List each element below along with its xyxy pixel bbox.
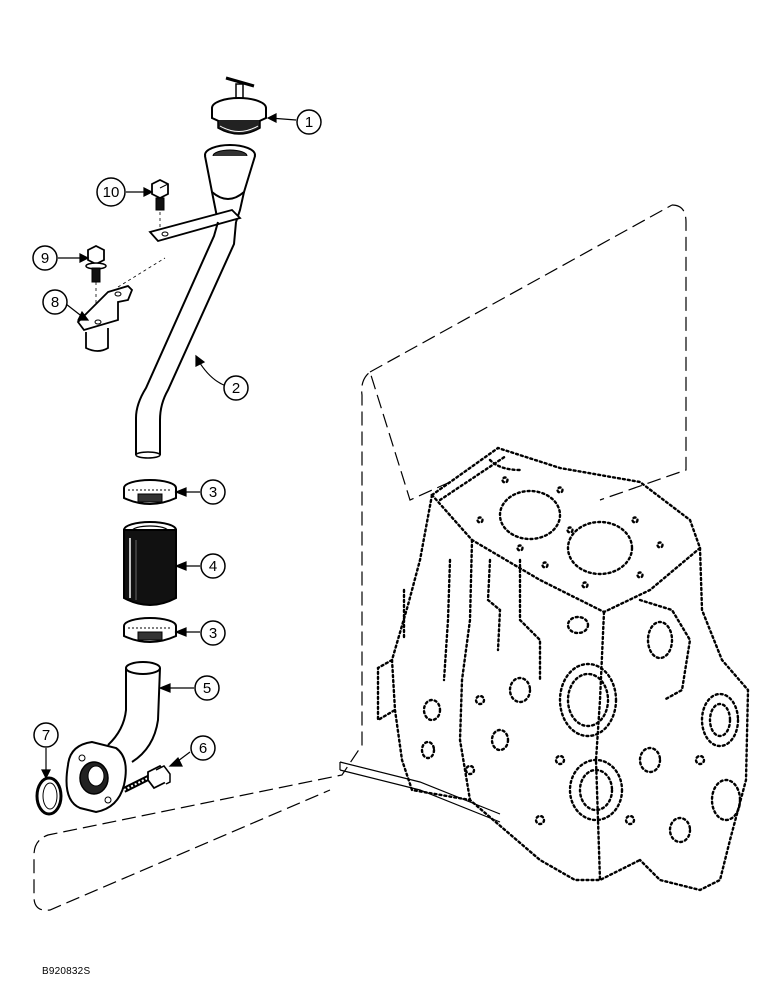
svg-text:3: 3 <box>209 625 217 642</box>
callout-8[interactable]: 8 <box>43 290 67 314</box>
svg-text:1: 1 <box>305 114 313 131</box>
svg-text:6: 6 <box>199 740 207 757</box>
callout-4[interactable]: 4 <box>201 554 225 578</box>
svg-text:2: 2 <box>232 380 240 397</box>
callout-10[interactable]: 10 <box>97 178 125 206</box>
callout-3-lower[interactable]: 3 <box>201 621 225 645</box>
svg-text:7: 7 <box>42 727 50 744</box>
svg-text:9: 9 <box>41 250 49 267</box>
callout-7[interactable]: 7 <box>34 723 58 747</box>
support-bracket <box>78 286 132 351</box>
callout-9[interactable]: 9 <box>33 246 57 270</box>
assembly-boundary-dashed <box>34 205 686 910</box>
engine-block-rail <box>340 762 500 822</box>
svg-text:8: 8 <box>51 294 59 311</box>
bolt-6 <box>124 766 170 790</box>
callout-5[interactable]: 5 <box>195 676 219 700</box>
bolt-10 <box>152 180 168 228</box>
callout-6[interactable]: 6 <box>191 736 215 760</box>
alignment-line <box>118 258 165 287</box>
filler-tube <box>136 145 255 458</box>
svg-text:4: 4 <box>209 558 217 575</box>
callout-layer <box>42 114 296 778</box>
hose <box>124 522 176 605</box>
callout-bubbles: 1 2 3 4 3 5 6 7 <box>33 110 321 760</box>
callout-3-upper[interactable]: 3 <box>201 480 225 504</box>
o-ring <box>37 778 61 814</box>
assembly-boundary-dashed-upper <box>370 205 672 372</box>
hose-clamp-upper <box>124 480 176 504</box>
svg-text:10: 10 <box>103 184 120 201</box>
hose-clamp-lower <box>124 618 176 642</box>
figure-code: B920832S <box>42 966 91 977</box>
svg-text:3: 3 <box>209 484 217 501</box>
svg-text:5: 5 <box>203 680 211 697</box>
filler-cap <box>212 78 266 134</box>
engine-block-phantom <box>378 448 748 890</box>
callout-2[interactable]: 2 <box>224 376 248 400</box>
bolt-9 <box>86 246 106 312</box>
callout-1[interactable]: 1 <box>297 110 321 134</box>
elbow-tube <box>67 662 161 812</box>
